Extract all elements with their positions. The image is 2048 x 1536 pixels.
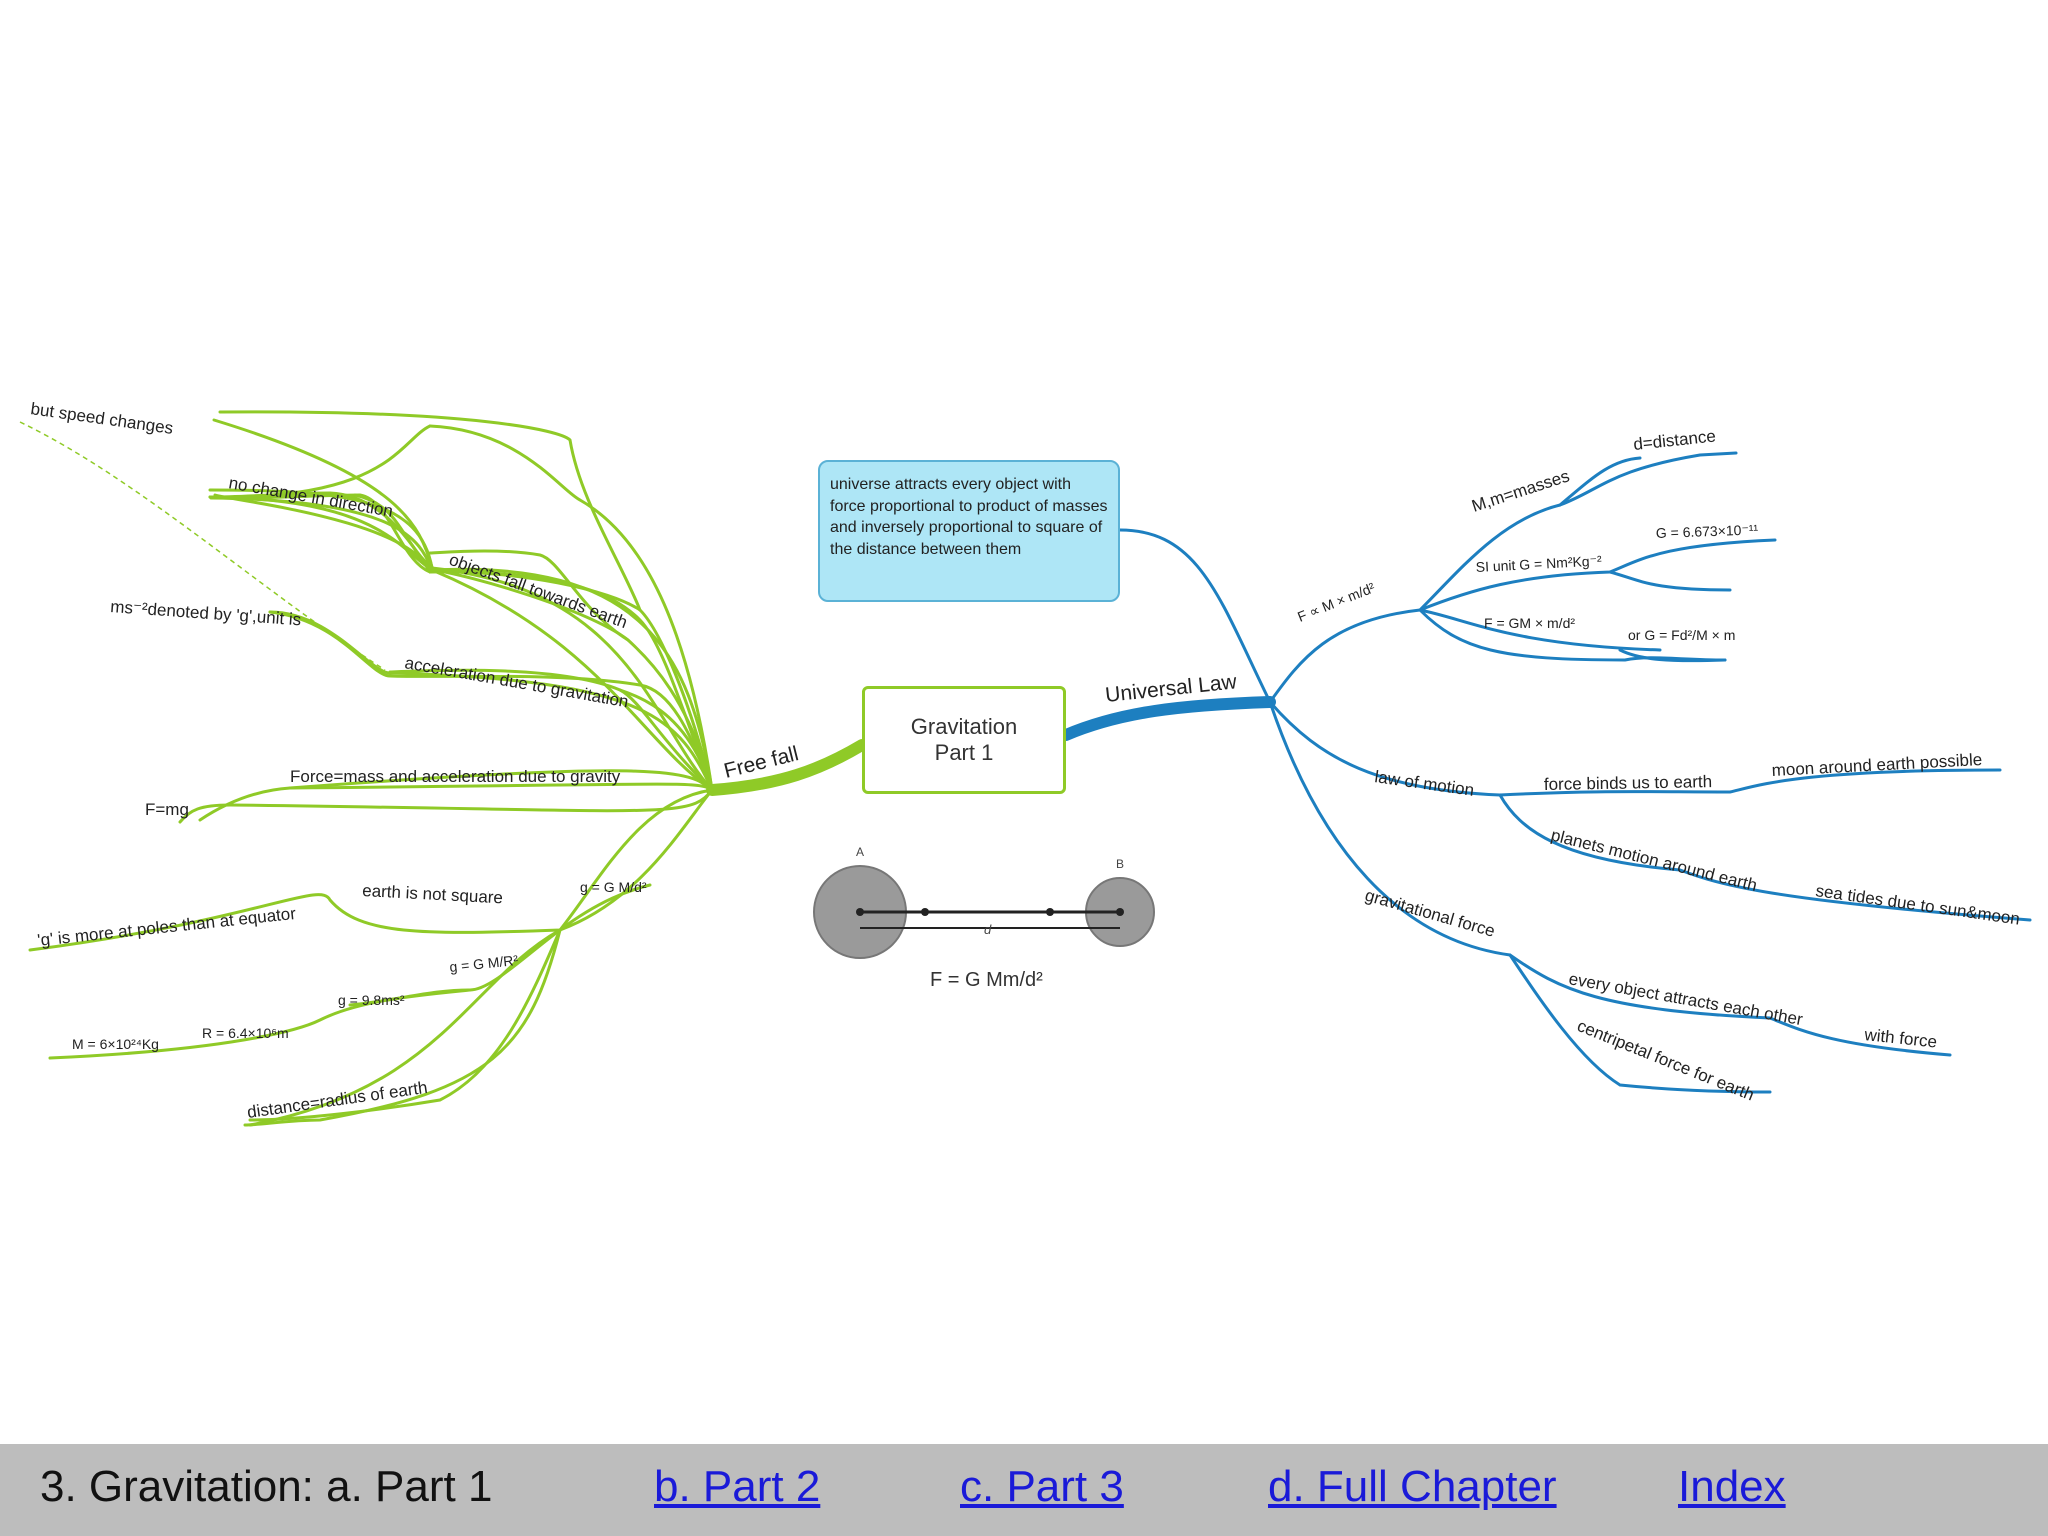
label-f-gm: F = GM × m/d²: [1484, 615, 1575, 631]
label-g-more-poles: 'g' is more at poles than at equator: [36, 904, 297, 950]
label-g-formula-r: g = G M/R²: [449, 952, 519, 975]
label-d: d: [984, 922, 992, 937]
mind-map: but speed changes no change in direction…: [19, 399, 2032, 1127]
label-force-binds: force binds us to earth: [1544, 772, 1713, 794]
universal-law-connector: [1060, 696, 1276, 741]
label-b: B: [1116, 857, 1124, 871]
label-or-g: or G = Fd²/M × m: [1628, 627, 1735, 643]
footer-title: 3. Gravitation: a. Part 1: [40, 1462, 493, 1511]
law-note-text: universe attracts every object with forc…: [830, 476, 1108, 558]
label-f-prop: F ∝ M × m/d²: [1295, 579, 1377, 625]
footer-nav: 3. Gravitation: a. Part 1 b. Part 2 c. P…: [0, 1444, 2048, 1536]
label-denoted-by-g: ms⁻²denoted by 'g',unit is: [110, 597, 302, 629]
label-g-value: g = 9.8ms²: [338, 992, 405, 1008]
label-centripetal: centripetal force for earth: [1575, 1016, 1757, 1104]
free-fall-connector: [706, 739, 868, 796]
link-index[interactable]: Index: [1678, 1462, 1786, 1511]
label-law-motion: law of motion: [1373, 767, 1475, 800]
label-m-value: M = 6×10²⁴Kg: [72, 1036, 159, 1052]
label-r-value: R = 6.4×10⁶m: [202, 1025, 289, 1041]
label-mm-masses: M,m=masses: [1469, 466, 1571, 515]
label-si-unit: SI unit G = Nm²Kg⁻²: [1475, 552, 1602, 575]
link-full-chapter[interactable]: d. Full Chapter: [1268, 1462, 1557, 1511]
label-gravitational-force: gravitational force: [1363, 886, 1497, 941]
law-note-box: universe attracts every object with forc…: [818, 460, 1120, 602]
label-g-formula: g = G M/d²: [580, 879, 647, 895]
label-d-distance: d=distance: [1632, 426, 1716, 454]
link-part-3[interactable]: c. Part 3: [960, 1462, 1124, 1511]
link-part-2[interactable]: b. Part 2: [654, 1462, 821, 1511]
label-planets-motion: planets motion around earth: [1549, 825, 1759, 895]
label-but-speed-changes: but speed changes: [29, 399, 174, 438]
label-f-mg: F=mg: [145, 800, 189, 819]
label-a: A: [856, 845, 864, 859]
gravity-diagram: A B d F = G Mm/d²: [813, 845, 1155, 991]
label-earth-not-square: earth is not square: [362, 881, 504, 907]
center-node-line1: Gravitation: [910, 713, 1018, 739]
diagram-formula: F = G Mm/d²: [930, 969, 1043, 991]
label-g-const: G = 6.673×10⁻¹¹: [1656, 521, 1759, 541]
center-node-line2: Part 1: [934, 740, 994, 765]
center-node: Gravitation Part 1: [862, 686, 1066, 794]
branch-objects-fall: [210, 493, 714, 792]
label-sea-tides: sea tides due to sun&moon: [1814, 881, 2021, 928]
label-moon-earth: moon around earth possible: [1771, 750, 1982, 780]
label-force-mass: Force=mass and acceleration due to gravi…: [290, 767, 621, 786]
